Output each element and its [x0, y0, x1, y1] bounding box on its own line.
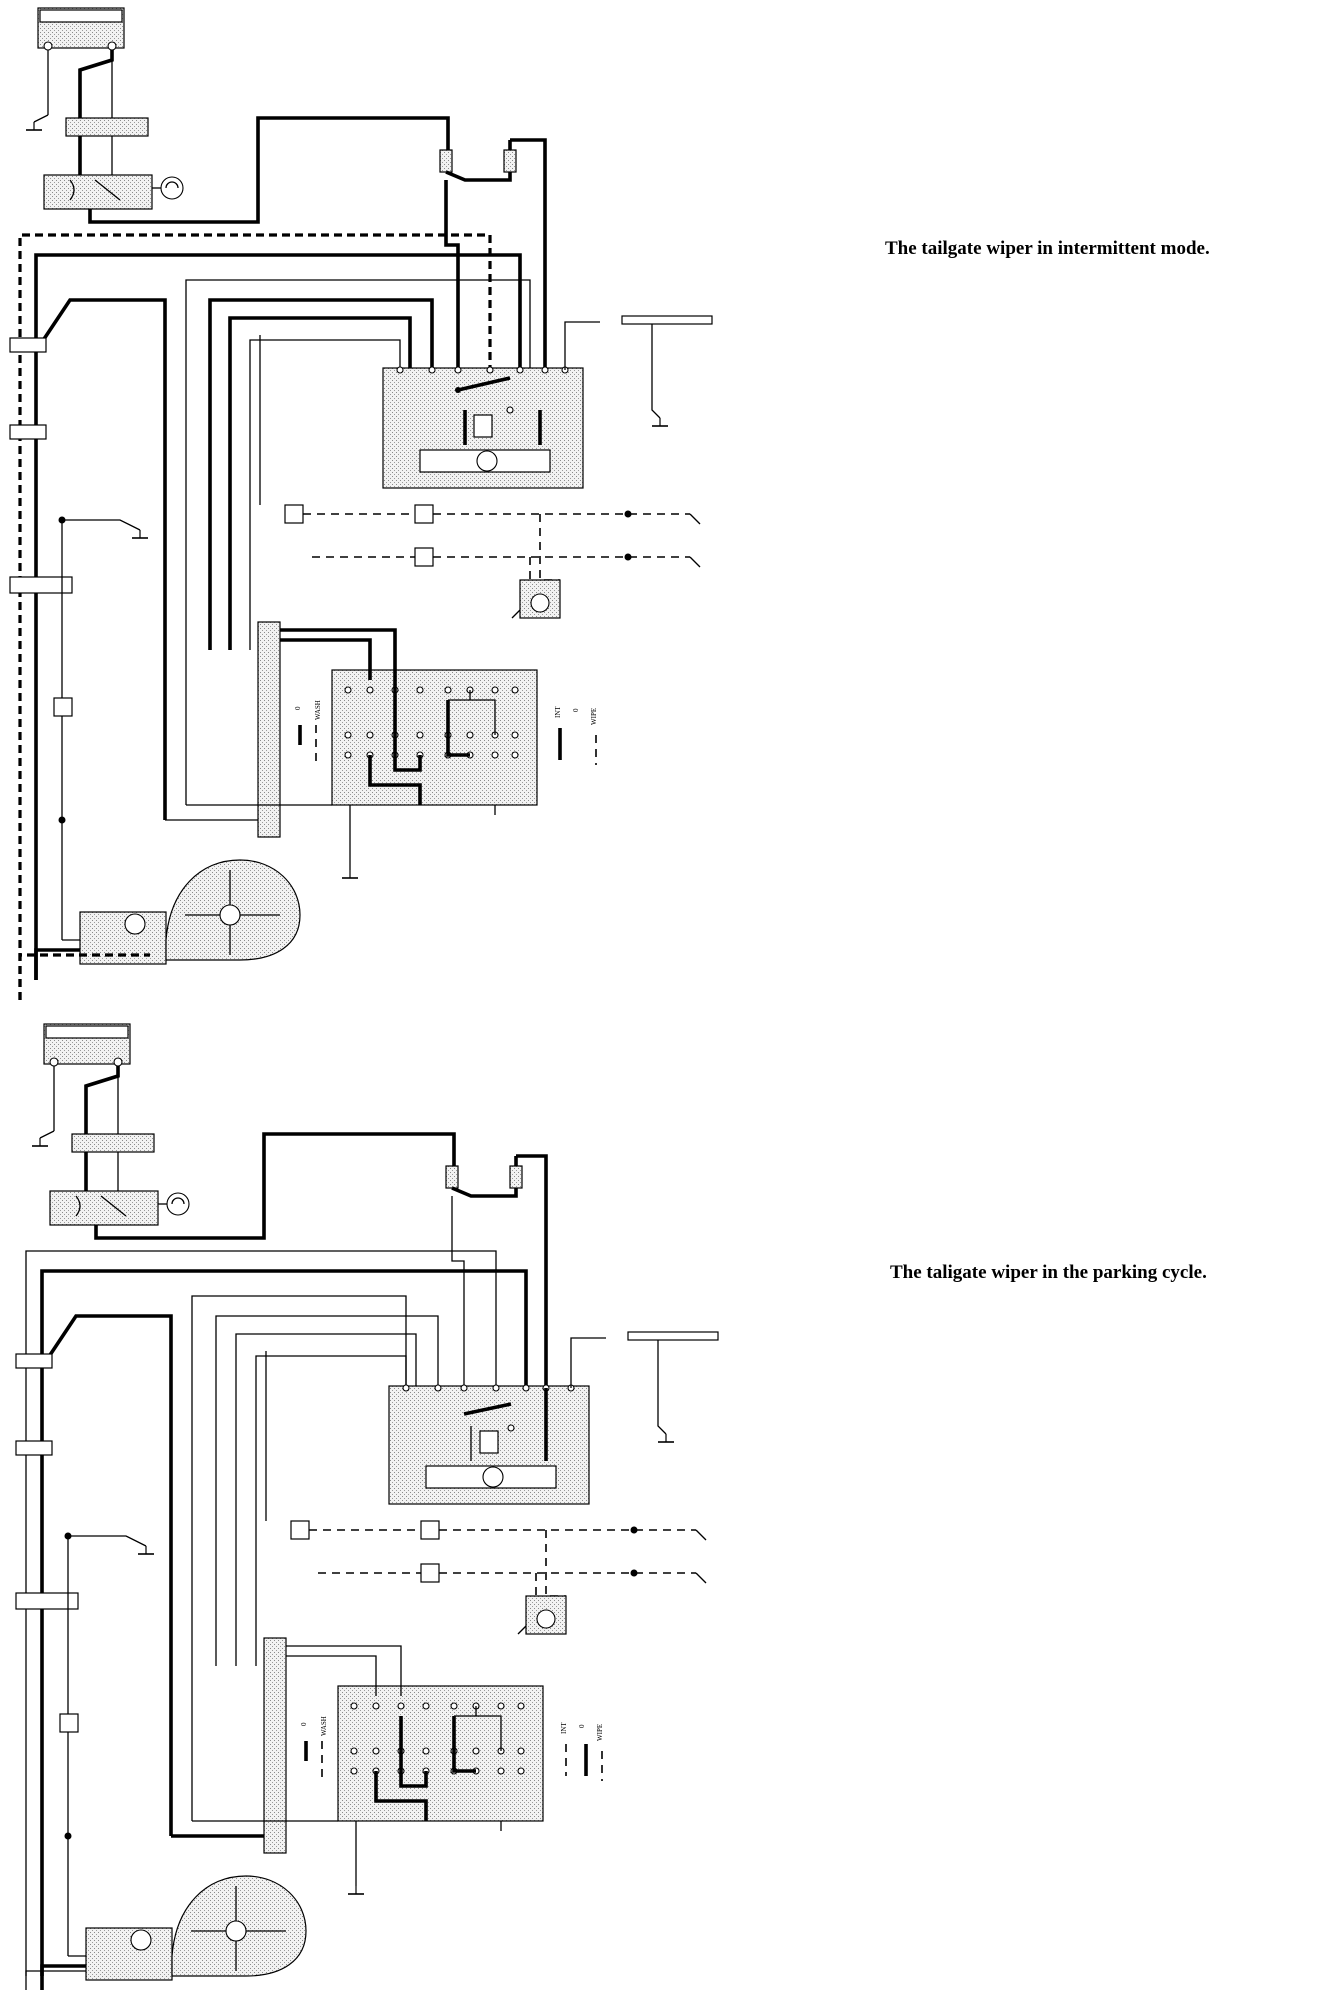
caption-intermittent-mode: The tailgate wiper in intermittent mode.: [885, 238, 1210, 259]
label-wash-top: WASH: [314, 700, 322, 720]
tailgate-switch-bottom: [49, 1190, 159, 1226]
label-wipe-top: WIPE: [590, 708, 598, 725]
label-wash-bottom: WASH: [320, 1716, 328, 1736]
connector-strip-bottom: [263, 1637, 287, 1854]
connector-bar-bottom: [71, 1133, 155, 1153]
wiper-motor-bottom: [85, 1927, 173, 1981]
label-zero-right-top: 0: [572, 708, 580, 712]
lamp-icon-top: [160, 176, 184, 200]
connector-strip-top: [257, 621, 281, 838]
tailgate-switch-top: [43, 174, 153, 210]
label-zero-left-bottom: 0: [300, 1722, 308, 1726]
switch-legend-left-top: 0 WASH: [294, 700, 322, 765]
label-wipe-bottom: WIPE: [596, 1724, 604, 1741]
switch-legend-left-bottom: 0 WASH: [300, 1716, 328, 1781]
wiper-switch-bottom: [337, 1685, 544, 1822]
diagram-intermittent-mode: 0 WASH INT 0 WIPE: [9, 7, 713, 1000]
diagram-parking-cycle: 0 WASH INT 0 WIPE: [15, 1023, 719, 1990]
switch-legend-right-top: INT 0 WIPE: [554, 706, 598, 765]
label-zero-right-bottom: 0: [578, 1724, 586, 1728]
label-zero-left-top: 0: [294, 706, 302, 710]
connector-bar-top: [65, 117, 149, 137]
label-int-top: INT: [554, 706, 562, 718]
switch-legend-right-bottom: INT 0 WIPE: [560, 1722, 604, 1781]
caption-parking-cycle: The taligate wiper in the parking cycle.: [890, 1262, 1207, 1283]
label-int-bottom: INT: [560, 1722, 568, 1734]
lamp-icon-bottom: [166, 1192, 190, 1216]
wiper-switch-top: [331, 669, 538, 806]
